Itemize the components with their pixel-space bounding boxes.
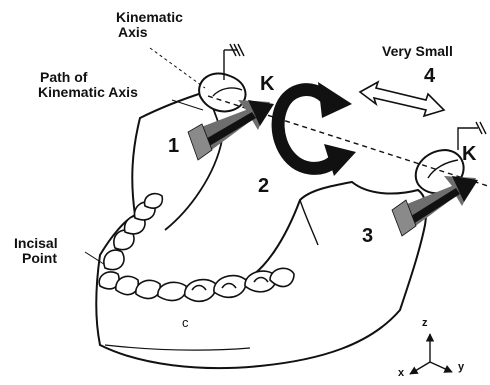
k-label-left: K [260, 74, 274, 95]
kinematic-axis-label-line2: Axis [116, 25, 183, 40]
path-of-kinematic-axis-label: Path of Kinematic Axis [38, 70, 138, 99]
number-2-label: 2 [258, 176, 269, 197]
incisal-label-line2: Point [14, 251, 58, 266]
jaw-lower-line [105, 345, 250, 350]
axis-z-label: z [422, 318, 428, 330]
ramus-inner-edge [300, 200, 318, 245]
path-leader [172, 100, 203, 110]
path-label-line2: Kinematic Axis [38, 85, 138, 100]
rotation-arrow [278, 82, 356, 176]
kinematic-axis-label-line1: Kinematic [116, 10, 183, 25]
very-small-double-arrow [360, 82, 444, 116]
axis-triad [410, 334, 452, 374]
c-mark-label: c [182, 316, 189, 330]
number-1-label: 1 [168, 136, 179, 157]
incisal-label-line1: Incisal [14, 236, 58, 251]
number-4-label: 4 [424, 66, 435, 87]
ramus-front-edge [165, 92, 222, 230]
path-label-line1: Path of [38, 70, 138, 85]
very-small-label: Very Small [382, 44, 453, 59]
number-3-label: 3 [362, 226, 373, 247]
kinematic-axis-label: Kinematic Axis [116, 10, 183, 39]
left-condyle [199, 73, 245, 111]
teeth [99, 194, 294, 302]
incisal-point-label: Incisal Point [14, 236, 58, 265]
axis-y-label: y [458, 362, 464, 374]
k-label-right: K [462, 144, 476, 165]
kinematic-axis-leader [150, 48, 205, 88]
mandible-outline [96, 92, 426, 368]
axis-x-label: x [398, 368, 404, 380]
